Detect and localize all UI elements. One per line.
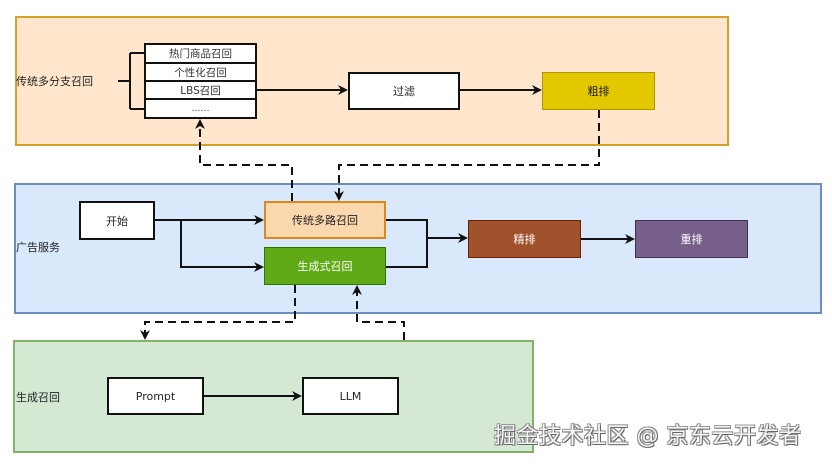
region-label-traditional-recall: 传统多分支召回 bbox=[16, 75, 93, 88]
node-prompt[interactable]: Prompt bbox=[107, 377, 204, 415]
node-filter[interactable]: 过滤 bbox=[348, 72, 460, 110]
node-rerank[interactable]: 重排 bbox=[635, 220, 748, 258]
recall-branch-lbs[interactable]: LBS召回 bbox=[144, 80, 257, 100]
recall-branch-more[interactable]: …… bbox=[144, 98, 257, 119]
node-start[interactable]: 开始 bbox=[79, 201, 155, 240]
region-generative-recall bbox=[13, 340, 534, 453]
node-gen-recall[interactable]: 生成式召回 bbox=[264, 247, 386, 285]
node-coarse-rank[interactable]: 粗排 bbox=[542, 72, 655, 110]
region-label-generative-recall: 生成召回 bbox=[16, 391, 60, 404]
watermark: 掘金技术社区 @ 京东云开发者 bbox=[494, 424, 802, 449]
region-label-ad-service: 广告服务 bbox=[16, 241, 60, 254]
node-llm[interactable]: LLM bbox=[302, 377, 399, 415]
recall-branch-personalized[interactable]: 个性化召回 bbox=[144, 62, 257, 82]
recall-branch-hot-items[interactable]: 热门商品召回 bbox=[144, 43, 257, 64]
node-multi-recall[interactable]: 传统多路召回 bbox=[264, 201, 386, 239]
node-fine-rank[interactable]: 精排 bbox=[468, 220, 581, 258]
